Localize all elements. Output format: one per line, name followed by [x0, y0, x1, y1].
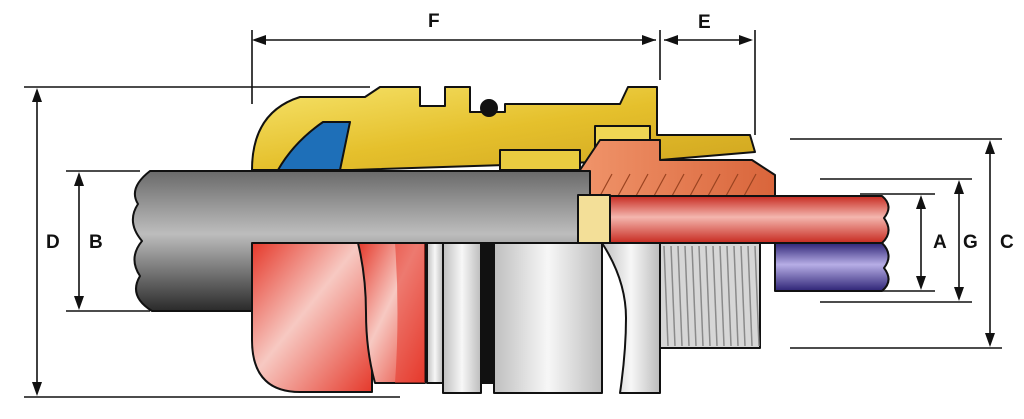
copper-thread-line [617, 173, 631, 197]
dimension-label-b: B [89, 232, 103, 253]
cable-outer-sheath [131, 170, 591, 312]
dimension-lines [24, 30, 1002, 398]
copper-thread-line [707, 173, 721, 197]
copper-thread-line [635, 173, 649, 197]
dim-f-arrow-left [252, 35, 266, 45]
cable [131, 170, 890, 312]
dim-a-arrow-bottom [916, 276, 926, 290]
copper-thread-line [653, 173, 667, 197]
thread-line [733, 245, 739, 347]
silver-washer [426, 242, 444, 384]
dim-d-arrow-bottom [32, 382, 42, 396]
dim-a-arrow-top [916, 195, 926, 209]
dim-g-arrow-bottom [954, 287, 964, 301]
dim-b-arrow-bottom [74, 296, 84, 310]
silver-body-left [442, 242, 482, 394]
o-ring-section [480, 99, 498, 117]
dim-c-arrow-bottom [985, 333, 995, 347]
thread-line [754, 245, 760, 347]
thread-line [740, 245, 746, 347]
silver-body-main [493, 242, 603, 394]
dimension-label-c: C [1000, 232, 1014, 253]
conductor-blue [774, 242, 890, 292]
copper-thread-lines [599, 173, 757, 197]
thread-line [670, 245, 676, 347]
copper-thread-line [599, 173, 613, 197]
thread-line [705, 245, 711, 347]
dimension-label-e: E [698, 12, 711, 33]
dim-f-arrow-right [642, 35, 656, 45]
black-o-ring [480, 242, 495, 384]
copper-thread-line [671, 173, 685, 197]
dimension-label-f: F [428, 11, 440, 32]
dim-b-arrow-top [74, 172, 84, 186]
thread-line [726, 245, 732, 347]
thread-lines [663, 245, 760, 347]
thread-line [712, 245, 718, 347]
thread-line [663, 245, 669, 347]
copper-thread-line [689, 173, 703, 197]
dim-c-arrow-top [985, 140, 995, 154]
thread-line [698, 245, 704, 347]
red-nut-facet [395, 243, 425, 383]
copper-thread-line [743, 173, 757, 197]
dimension-label-d: D [46, 232, 60, 253]
silver-hex-nut [601, 242, 661, 394]
dimension-label-a: A [933, 232, 947, 253]
dim-e-arrow-right [739, 35, 753, 45]
thread-line [691, 245, 697, 347]
conductor-red [609, 195, 890, 244]
brass-inner-step [499, 149, 581, 171]
thread-line [677, 245, 683, 347]
gland-exterior-lower-half [251, 242, 761, 394]
blue-seal [277, 121, 351, 171]
dim-d-arrow-top [32, 88, 42, 102]
thread-line [684, 245, 690, 347]
inner-bedding [577, 194, 611, 244]
thread-line [747, 245, 753, 347]
thread-line [719, 245, 725, 347]
copper-thread-line [725, 173, 739, 197]
dim-e-arrow-left [664, 35, 678, 45]
red-cap-dome [251, 242, 373, 393]
dimension-label-g: G [963, 232, 978, 253]
dim-g-arrow-top [954, 180, 964, 194]
